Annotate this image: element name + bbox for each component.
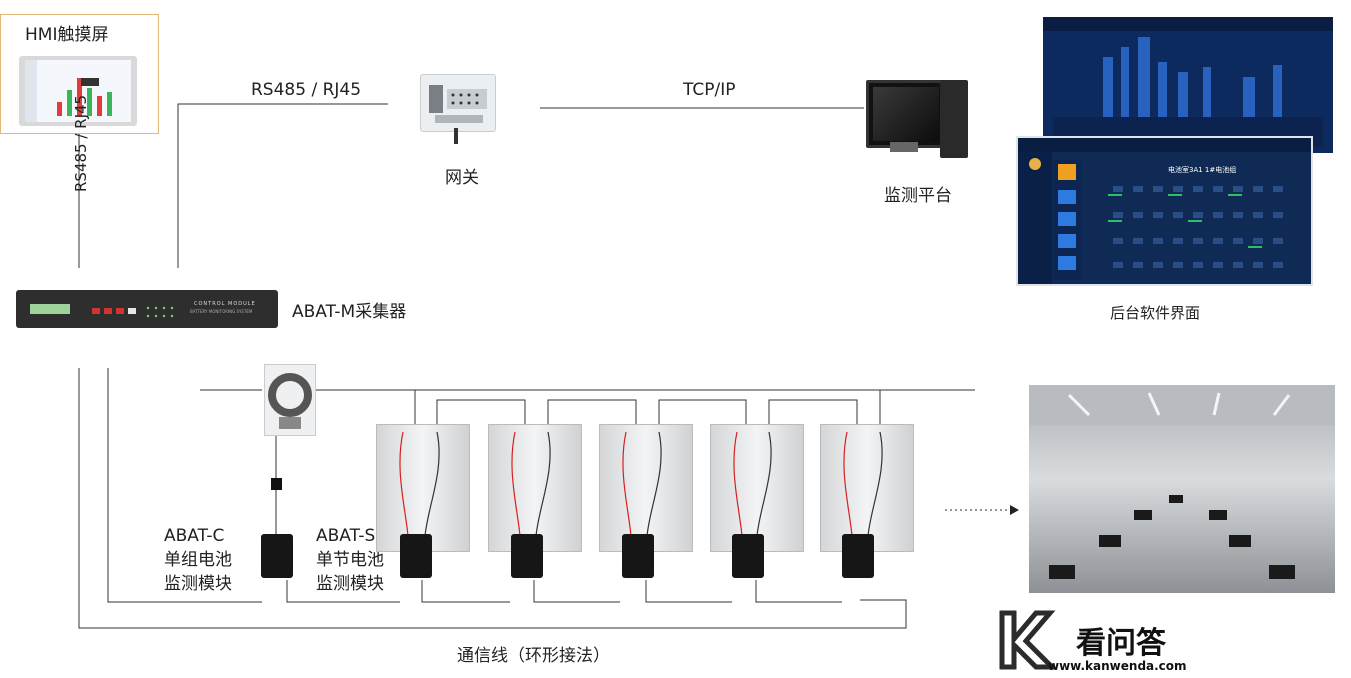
module-icon <box>622 534 654 578</box>
module-icon <box>511 534 543 578</box>
watermark-url: www.kanwenda.com <box>1048 659 1187 673</box>
abat-c-line2: 单组电池 <box>164 550 232 570</box>
computer-icon <box>866 80 946 148</box>
battery-icon <box>376 424 470 552</box>
ct-sensor-icon <box>264 364 316 436</box>
abat-s-label: ABAT-S 单节电池 监测模块 <box>316 524 384 596</box>
software-screen-front: 电池室3A1 1#电池组 <box>1016 136 1313 286</box>
collector-icon: CONTROL MODULE BATTERY MONITORING SYSTEM <box>16 290 278 328</box>
platform-label: 监测平台 <box>884 186 952 206</box>
arrow-right-icon <box>1010 505 1019 515</box>
ring-inner-wire <box>107 368 262 603</box>
watermark-brand: 看问答 <box>1076 626 1166 661</box>
battery-icon <box>710 424 804 552</box>
module-icon <box>842 534 874 578</box>
software-label: 后台软件界面 <box>1110 304 1201 322</box>
collector-panel-subtitle: BATTERY MONITORING SYSTEM <box>190 309 253 314</box>
module-icon <box>400 534 432 578</box>
ring-outer-wire <box>78 368 907 629</box>
abat-c-module-icon <box>261 534 293 578</box>
collector-gateway-wire <box>177 103 388 268</box>
computer-tower <box>940 80 968 158</box>
hmi-screen <box>25 60 131 122</box>
battery-room-photo <box>1029 385 1335 593</box>
watermark-logo-icon <box>996 605 1059 671</box>
abat-c-label: ABAT-C 单组电池 监测模块 <box>164 524 232 596</box>
software-front-title: 电池室3A1 1#电池组 <box>1168 166 1237 174</box>
gateway-label: 网关 <box>445 168 479 188</box>
abat-c-line1: ABAT-C <box>164 526 225 546</box>
rs485-label: RS485 / RJ45 <box>251 80 362 100</box>
collector-label: ABAT-M采集器 <box>292 302 407 322</box>
collector-panel-title: CONTROL MODULE <box>194 301 256 307</box>
battery-icon <box>820 424 914 552</box>
battery-icon <box>488 424 582 552</box>
abat-c-line3: 监测模块 <box>164 574 232 594</box>
abat-s-line1: ABAT-S <box>316 526 376 546</box>
tcpip-label: TCP/IP <box>683 80 736 100</box>
abat-s-line3: 监测模块 <box>316 574 384 594</box>
abat-s-line2: 单节电池 <box>316 550 384 570</box>
module-icon <box>732 534 764 578</box>
hmi-label: HMI触摸屏 <box>25 25 109 45</box>
gateway-icon <box>420 74 496 132</box>
comm-line-label: 通信线（环形接法） <box>457 646 610 666</box>
